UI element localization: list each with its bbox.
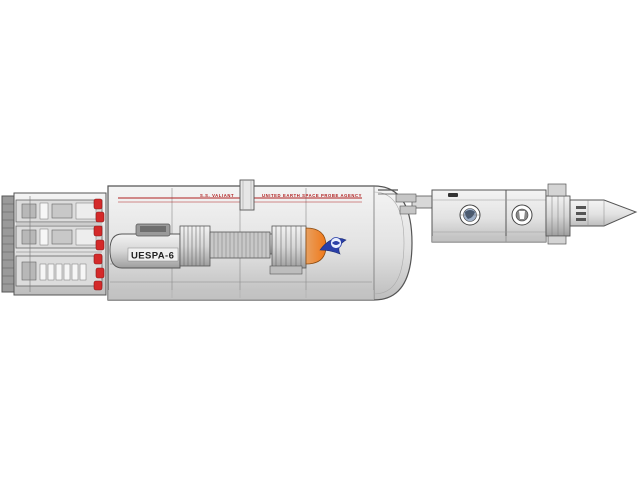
- forward-module: [431, 189, 547, 243]
- hull-marking-agency: UNITED EARTH SPACE PROBE AGENCY: [262, 193, 362, 198]
- uespa-globe-emblem: [319, 237, 347, 255]
- ribbed-section-3: [271, 225, 307, 269]
- ribbed-section-1: [179, 225, 211, 267]
- top-mast: [239, 179, 255, 211]
- probe-nose-cone: [569, 199, 638, 227]
- hull-marking-name: S.S. VALIANT: [200, 193, 234, 198]
- engine-cluster: [1, 192, 107, 296]
- engine-pod-middle: [15, 225, 103, 249]
- engine-pod-lower: [15, 255, 103, 287]
- globe-emblem-icon: [459, 204, 481, 226]
- ribbed-section-2: [209, 231, 271, 259]
- nose-probe: [545, 183, 638, 245]
- probe-top-fin: [547, 183, 567, 197]
- probe-bottom-fin: [547, 235, 567, 245]
- module-label: UESPA-6: [131, 251, 174, 262]
- laurel-seal-emblem-icon: [511, 204, 533, 226]
- engine-pod-upper: [15, 199, 103, 223]
- module-label-plate: UESPA-6: [127, 247, 179, 262]
- lower-equipment-box: [269, 265, 303, 275]
- interior-cutaway: [109, 223, 347, 275]
- red-thrusters: [93, 198, 105, 291]
